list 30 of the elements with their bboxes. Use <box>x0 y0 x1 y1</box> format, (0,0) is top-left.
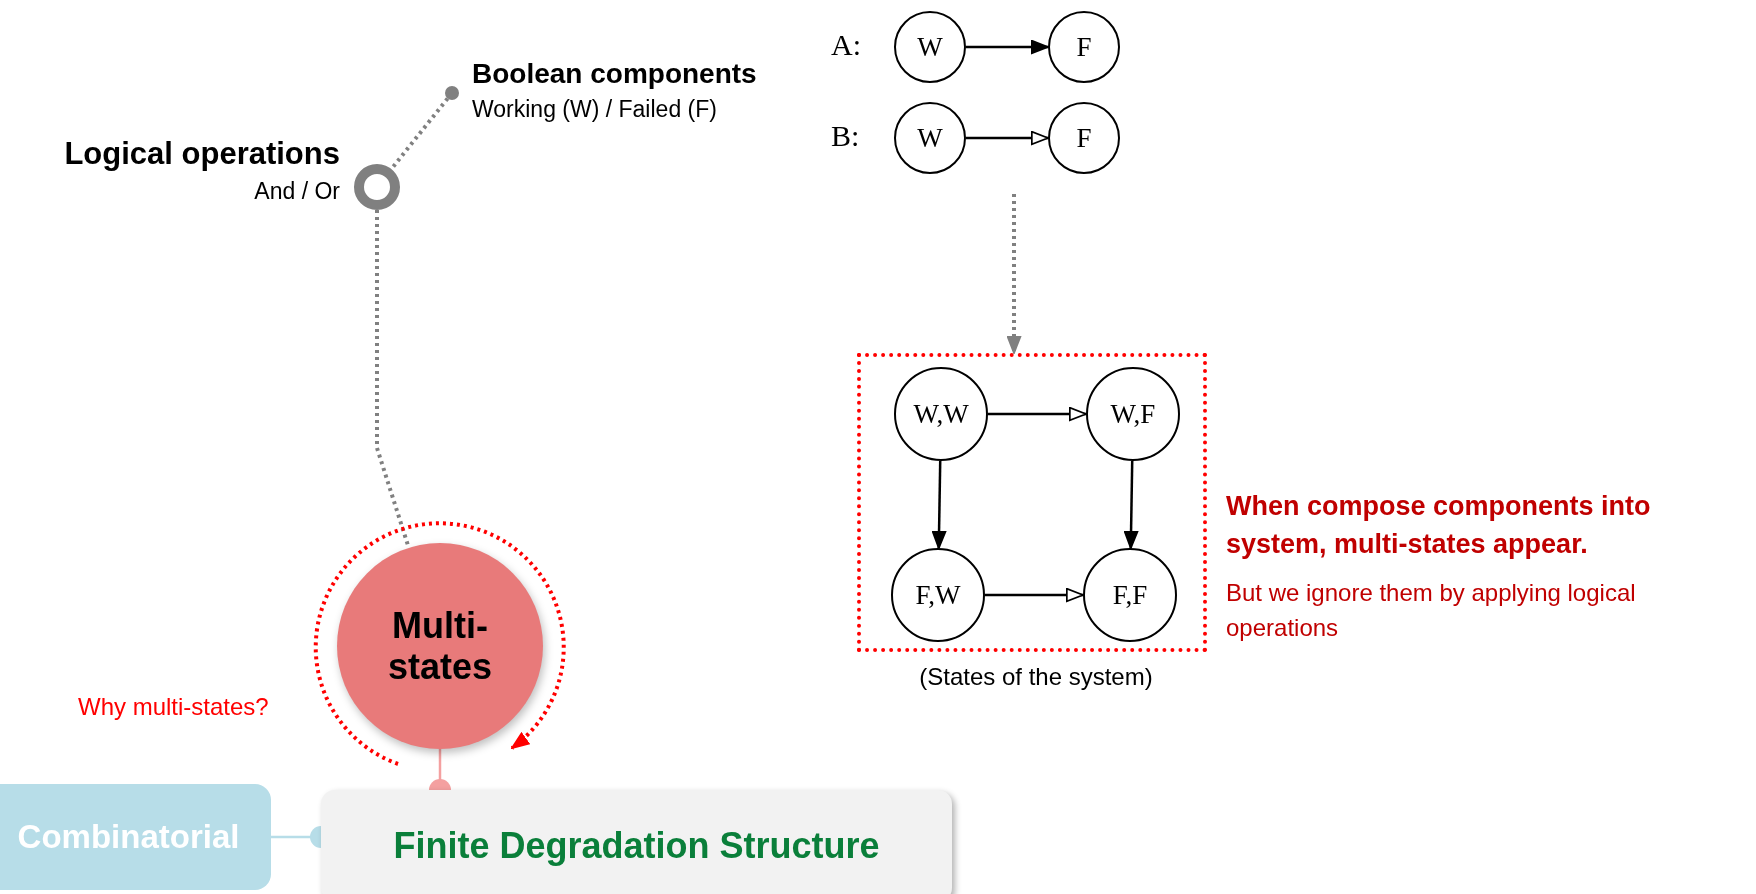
row-label: A: <box>831 28 862 62</box>
frame-caption: (States of the system) <box>918 663 1154 691</box>
title-panel <box>321 790 952 894</box>
title-text: Finite Degradation Structure <box>393 825 880 867</box>
question-text: Why multi-states? <box>78 693 269 721</box>
state-label: W,F <box>1110 398 1156 430</box>
note-heading: When compose components into system, multi-states appear. <box>1226 490 1652 561</box>
arrow <box>985 587 1084 603</box>
circle-label: Multi-states <box>386 604 494 688</box>
subheading: And / Or <box>253 178 340 205</box>
state-label: W,W <box>913 398 969 430</box>
note-text: But we ignore them by applying logical operations <box>1226 578 1637 643</box>
heading: Boolean components <box>472 58 757 90</box>
category-panel <box>0 784 271 890</box>
category-text: Combinatorial <box>17 818 240 856</box>
state-label: W <box>917 31 943 63</box>
arrow <box>1006 194 1022 354</box>
arrow <box>1123 460 1139 549</box>
arrow <box>966 39 1049 55</box>
state-label: F <box>1076 31 1092 63</box>
subheading: Working (W) / Failed (F) <box>472 96 717 123</box>
arrow <box>966 130 1049 146</box>
row-label: B: <box>831 119 861 153</box>
arrow <box>988 406 1087 422</box>
state-label: F <box>1076 122 1092 154</box>
arrow <box>931 460 947 549</box>
state-label: W <box>917 122 943 154</box>
state-label: F,W <box>915 579 961 611</box>
state-label: F,F <box>1112 579 1148 611</box>
heading: Logical operations <box>63 136 340 172</box>
